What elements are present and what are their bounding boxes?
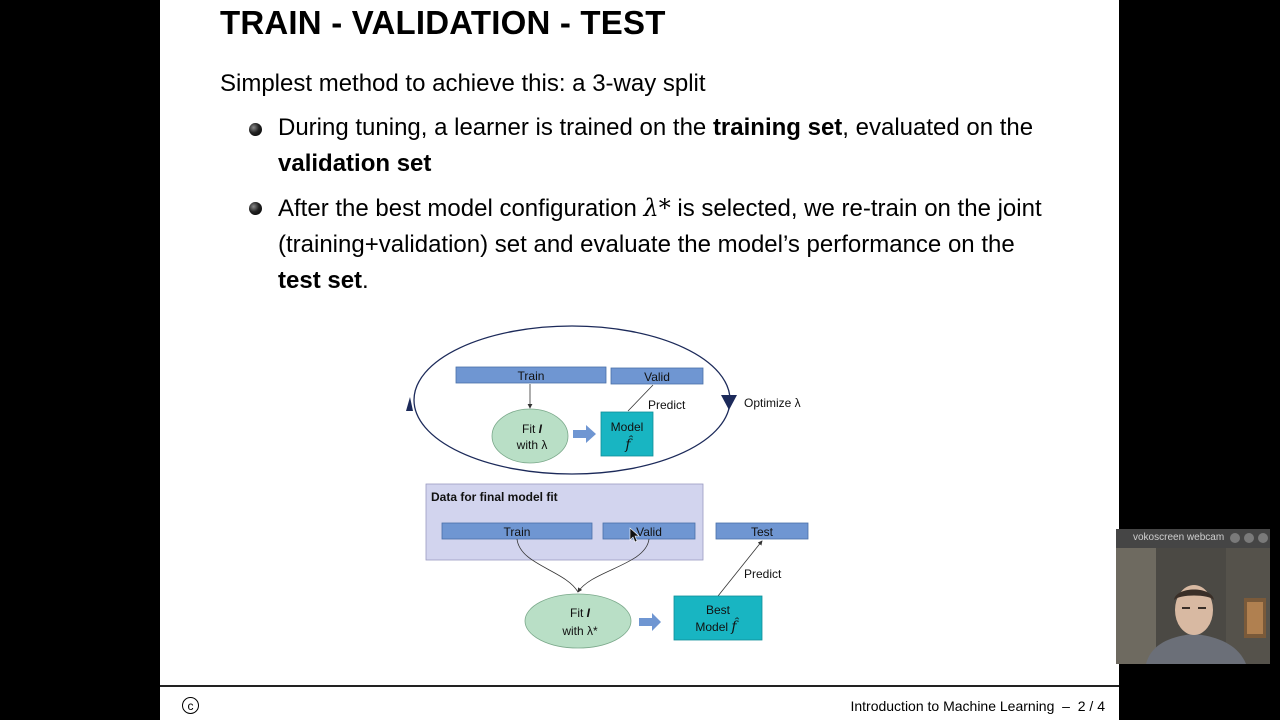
bullet-tuning: During tuning, a learner is trained on t… [278, 110, 1048, 182]
best-model-label: Best [706, 603, 731, 617]
optimize-lambda-label: Optimize λ [744, 396, 801, 410]
best-model-box [673, 595, 763, 641]
final-fit-data-label: Data for final model fit [431, 490, 558, 504]
footer-course-page: Introduction to Machine Learning – 2 / 4 [850, 698, 1105, 714]
bullet-text: is selected, we re-train on the joint (t… [278, 195, 1042, 258]
top-train-label: Train [518, 369, 545, 383]
bullet-text: . [362, 267, 369, 294]
slide: TRAIN - VALIDATION - TEST Simplest metho… [160, 0, 1119, 720]
fit-learner-label: Fit I [522, 422, 543, 436]
webcam-window[interactable]: vokoscreen webcam [1116, 529, 1270, 664]
bullet-icon [249, 202, 262, 215]
bold-term-test-set: test set [278, 267, 363, 294]
bold-term-training-set: training set [712, 114, 843, 141]
test-label: Test [751, 525, 774, 539]
best-model-f-hat-label: Model f̂ [695, 617, 739, 635]
fit-learner-ellipse [491, 408, 569, 464]
bullet-text: During tuning, a learner is trained on t… [278, 114, 713, 141]
copyright-icon: c [182, 697, 199, 714]
top-train-bar [455, 366, 607, 384]
footer-course-title: Introduction to Machine Learning [850, 698, 1055, 714]
footer-divider [160, 685, 1119, 687]
bullet-text: , evaluated on the [842, 114, 1034, 141]
top-valid-label: Valid [644, 370, 670, 384]
final-fit-data-box [425, 483, 704, 561]
footer-page-number: 2 / 4 [1077, 698, 1105, 714]
best-model-text: Model [695, 620, 731, 634]
model-box [600, 411, 654, 457]
mouse-cursor-icon [629, 527, 640, 543]
model-f-hat-label: f̂ [624, 435, 633, 453]
final-fit-lambda-star-label: with λ* [561, 624, 598, 638]
top-valid-bar [610, 367, 704, 385]
webcam-titlebar[interactable]: vokoscreen webcam [1116, 529, 1270, 548]
best-model-predict-line [717, 540, 763, 597]
fit-to-model-arrow-icon [573, 425, 596, 443]
slide-lead: Simplest method to achieve this: a 3-way… [220, 70, 706, 97]
webcam-video [1116, 548, 1270, 664]
train-valid-test-diagram: Train Valid Predict Optimize λ Fit I wit… [406, 325, 809, 649]
close-icon[interactable] [1258, 533, 1268, 543]
bold-term-validation-set: validation set [278, 150, 432, 177]
fit-text: Fit [570, 606, 587, 620]
footer-separator: – [1062, 698, 1070, 714]
slide-title: TRAIN - VALIDATION - TEST [220, 4, 666, 41]
maximize-icon[interactable] [1244, 533, 1254, 543]
bottom-valid-label: Valid [636, 525, 662, 539]
learner-symbol: I [539, 422, 543, 436]
bullet-text: After the best model configuration [278, 195, 644, 222]
loop-arrow-right-icon [721, 395, 737, 410]
final-fit-to-best-model-arrow-icon [639, 613, 661, 631]
model-label: Model [611, 420, 644, 434]
valid-to-final-fit-curve [577, 538, 650, 593]
model-predict-line [627, 384, 654, 412]
fit-text: Fit [522, 422, 539, 436]
final-fit-label: Fit I [570, 606, 591, 620]
minimize-icon[interactable] [1230, 533, 1240, 543]
fit-with-lambda-label: with λ [516, 438, 548, 452]
learner-symbol: I [587, 606, 591, 620]
loop-arrow-left-icon [406, 397, 413, 411]
bottom-train-label: Train [504, 525, 531, 539]
bottom-predict-label: Predict [744, 567, 782, 581]
webcam-title: vokoscreen webcam [1133, 532, 1225, 543]
test-bar [715, 522, 809, 540]
final-fit-ellipse [524, 593, 632, 649]
lambda-star: λ* [643, 194, 671, 222]
best-model-f-hat: f̂ [730, 617, 739, 635]
bullet-icon [249, 123, 262, 136]
bullet-retrain: After the best model configuration λ* is… [278, 190, 1048, 299]
top-predict-label: Predict [648, 398, 686, 412]
train-to-final-fit-curve [516, 538, 579, 593]
